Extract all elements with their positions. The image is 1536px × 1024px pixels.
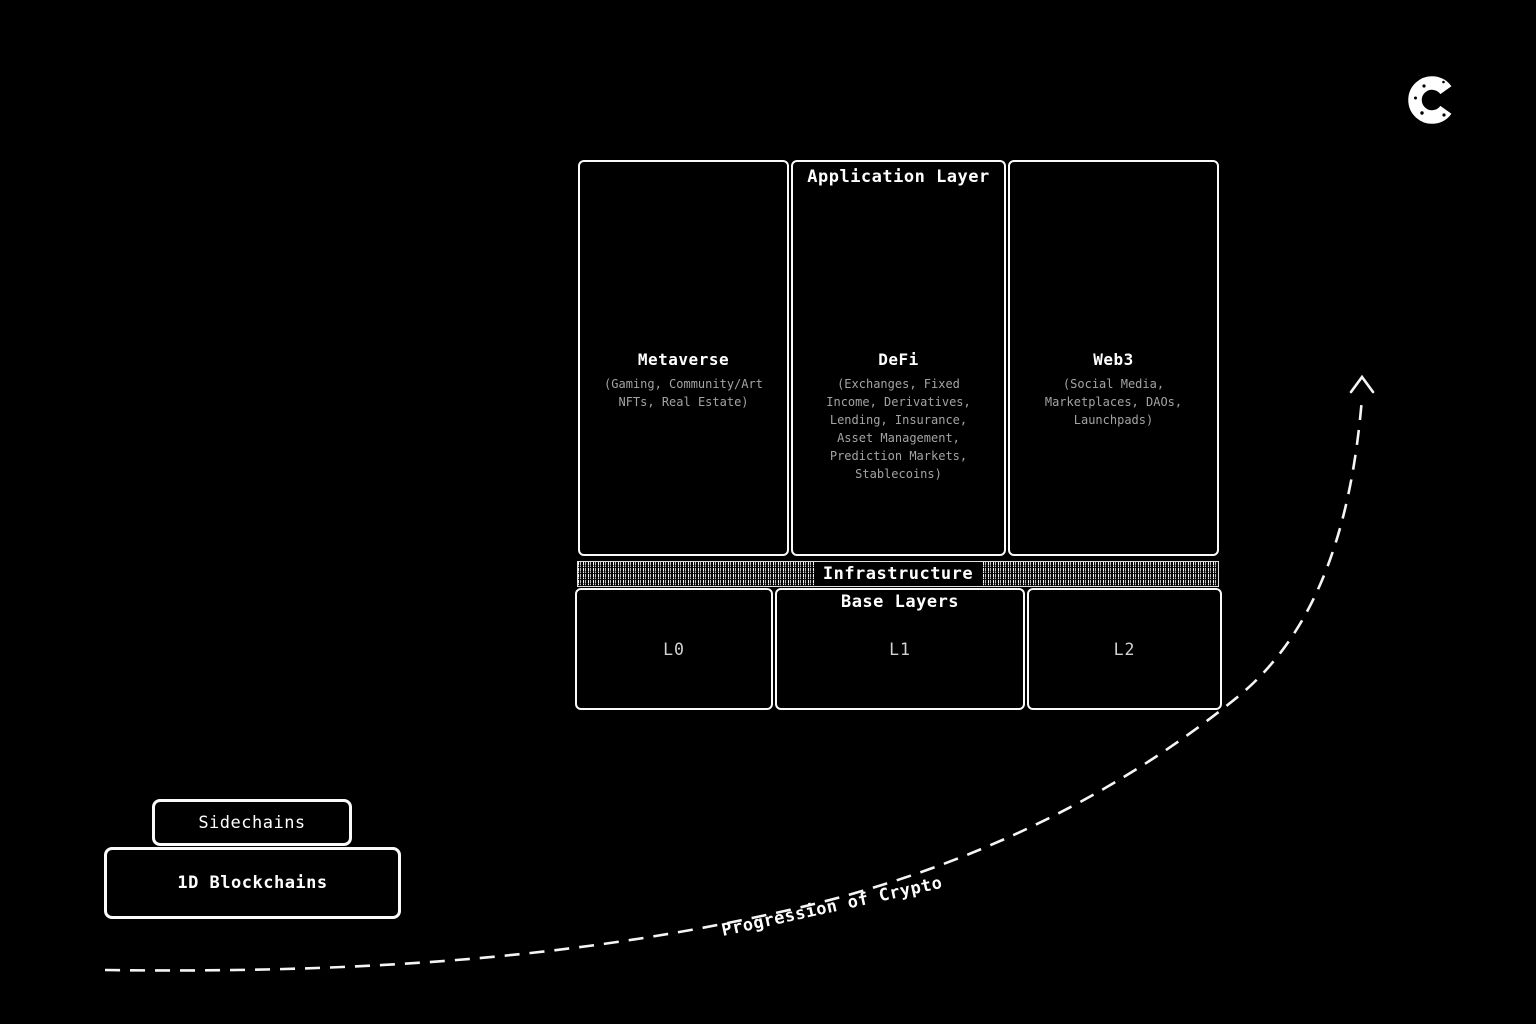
- web3-heading: Web3: [1093, 350, 1134, 369]
- c-letter-icon: [1408, 76, 1452, 124]
- base-layers-title: Base Layers: [840, 592, 960, 612]
- sidechains-box: Sidechains: [152, 799, 352, 846]
- base-layer-l2: L2: [1027, 588, 1222, 710]
- one-d-blockchains-box: 1D Blockchains: [104, 847, 401, 919]
- progression-label: Progression of Crypto: [720, 873, 944, 941]
- brand-logo: [1404, 71, 1460, 129]
- base-layer-l1: Base Layers L1: [775, 588, 1025, 710]
- l0-label: L0: [663, 639, 685, 659]
- application-layer-title: Application Layer: [807, 167, 990, 187]
- infrastructure-label: Infrastructure: [813, 562, 983, 586]
- arrow-up-icon: [1349, 374, 1375, 394]
- application-column-defi: Application Layer DeFi (Exchanges, Fixed…: [791, 160, 1006, 556]
- l2-label: L2: [1113, 639, 1136, 659]
- metaverse-details: (Gaming, Community/Art NFTs, Real Estate…: [604, 377, 763, 409]
- defi-heading: DeFi: [878, 350, 919, 369]
- l1-label: L1: [889, 639, 911, 659]
- infrastructure-band: Infrastructure: [577, 561, 1219, 587]
- defi-details: (Exchanges, Fixed Income, Derivatives, L…: [826, 377, 971, 481]
- base-layer-l0: L0: [575, 588, 773, 710]
- metaverse-heading: Metaverse: [637, 350, 730, 369]
- application-column-metaverse: Metaverse (Gaming, Community/Art NFTs, R…: [578, 160, 789, 556]
- web3-details: (Social Media, Marketplaces, DAOs, Launc…: [1044, 377, 1183, 427]
- defi-content: DeFi (Exchanges, Fixed Income, Derivativ…: [797, 349, 1000, 483]
- sidechains-label: Sidechains: [198, 812, 306, 833]
- one-d-blockchains-label: 1D Blockchains: [177, 873, 328, 893]
- metaverse-content: Metaverse (Gaming, Community/Art NFTs, R…: [584, 349, 783, 411]
- web3-content: Web3 (Social Media, Marketplaces, DAOs, …: [1014, 349, 1213, 429]
- application-column-web3: Web3 (Social Media, Marketplaces, DAOs, …: [1008, 160, 1219, 556]
